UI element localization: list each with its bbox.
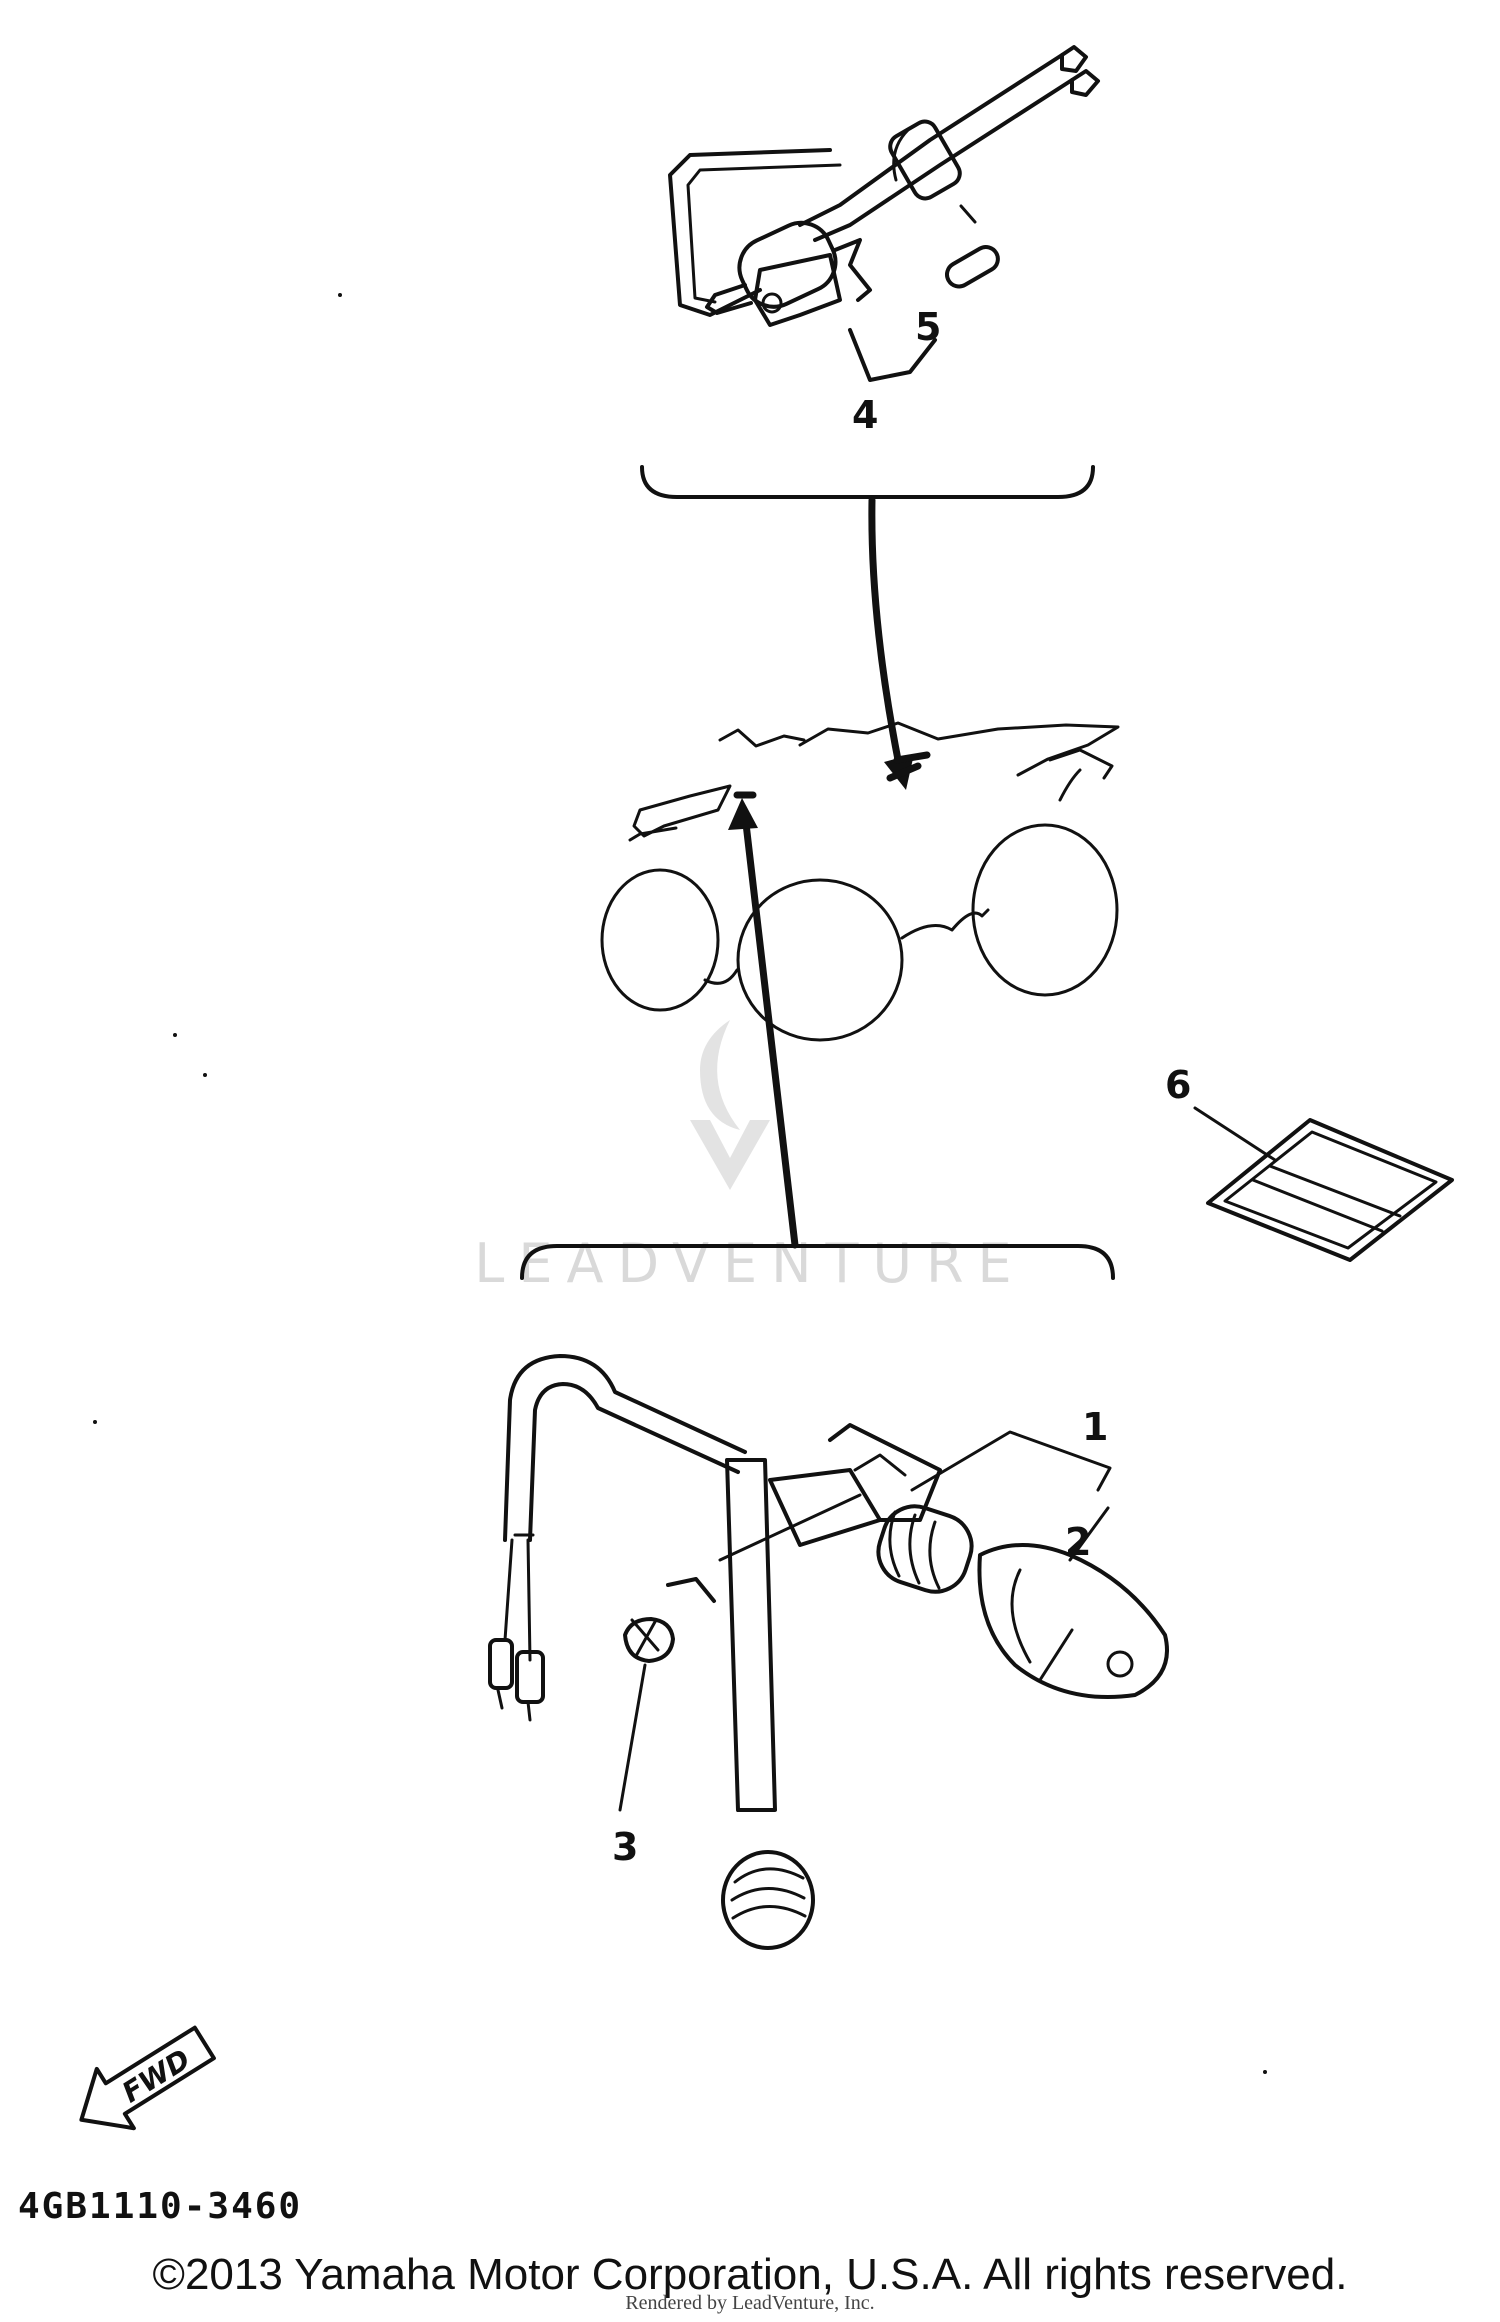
callout-1: 1 (1082, 1405, 1108, 1449)
watermark-text: LEADVENTURE (474, 1232, 1025, 1295)
lower-arrow (520, 798, 1115, 1280)
fwd-arrow: FWD (79, 2025, 216, 2131)
part-1-2-3-switch-assembly: 1 2 3 (488, 1354, 1169, 1950)
top-bracket (640, 465, 1095, 790)
callout-4: 4 (852, 393, 878, 437)
callout-2: 2 (1065, 1520, 1091, 1564)
part-6-plate: 6 (1165, 1063, 1454, 1262)
diagram-part-number: 4GB1110-3460 (18, 2186, 302, 2227)
callout-5: 5 (915, 305, 941, 349)
atv-outline (600, 721, 1120, 1042)
scan-dots (93, 293, 1267, 2074)
part-4-switch-assembly: 5 4 (668, 45, 1100, 437)
callout-3: 3 (612, 1825, 638, 1869)
rendered-by-notice: Rendered by LeadVenture, Inc. (625, 2292, 875, 2314)
copyright-notice: ©2013 Yamaha Motor Corporation, U.S.A. A… (152, 2250, 1348, 2299)
callout-6: 6 (1165, 1063, 1191, 1107)
watermark: LEADVENTURE (474, 1020, 1025, 1295)
